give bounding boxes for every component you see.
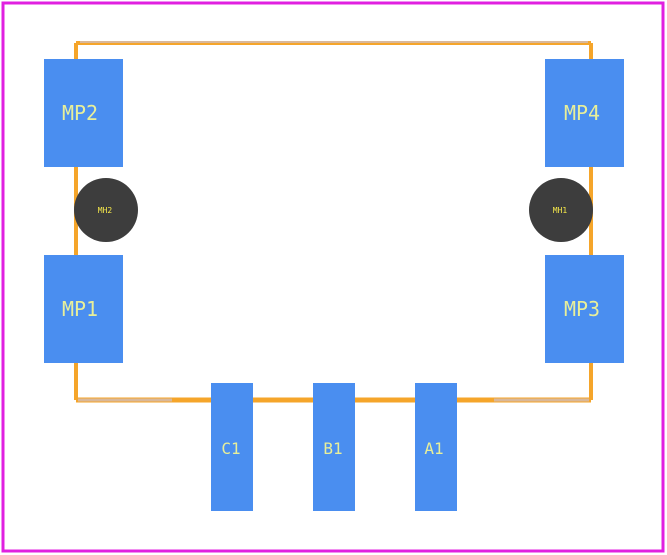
hole-mh2-drill [74,178,138,242]
pad-b1-copper [313,383,355,511]
hole-mh1: MH1 [529,178,593,242]
pad-mp1-label: MP1 [62,297,98,321]
pad-mp2: MP2 [44,59,123,167]
silkscreen-outline [74,41,593,403]
pad-mp1: MP1 [44,255,123,363]
hole-mh2-label: MH2 [98,206,113,215]
pad-a1-copper [415,383,457,511]
hole-mh1-drill [529,178,593,242]
hole-mh2: MH2 [74,178,138,242]
pad-a1: A1 [415,383,457,511]
pad-c1-label: C1 [221,439,240,458]
pad-mp2-copper [44,59,123,167]
pad-b1: B1 [313,383,355,511]
pad-a1-label: A1 [424,439,443,458]
pad-mp3-label: MP3 [564,297,600,321]
pad-b1-label: B1 [323,439,342,458]
hole-mh1-label: MH1 [553,206,568,215]
pad-mp4: MP4 [545,59,624,167]
pad-c1-copper [211,383,253,511]
pad-c1: C1 [211,383,253,511]
pad-mp4-label: MP4 [564,101,600,125]
pad-mp2-label: MP2 [62,101,98,125]
pad-mp1-copper [44,255,123,363]
pad-mp3: MP3 [545,255,624,363]
pad-mp3-copper [545,255,624,363]
pad-mp4-copper [545,59,624,167]
